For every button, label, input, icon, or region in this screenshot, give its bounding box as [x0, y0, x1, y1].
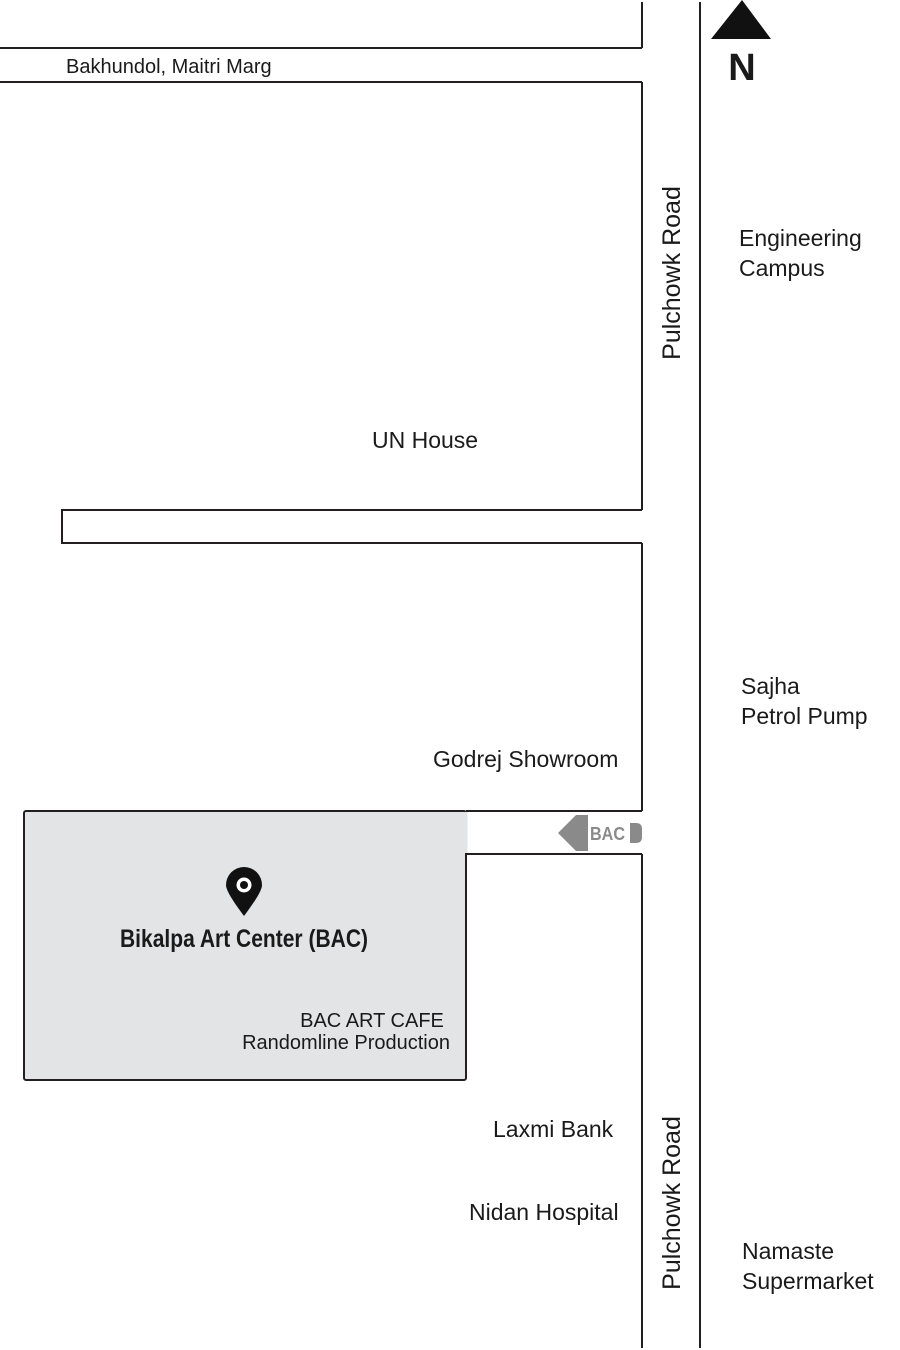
bac-tenant-randomline: Randomline Production: [242, 1032, 450, 1054]
north-label: N: [728, 47, 755, 89]
un-house-label: UN House: [372, 427, 478, 453]
sajha-petrol-pump-label: Sajha Petrol Pump: [741, 673, 868, 729]
bac-name: Bikalpa Art Center (BAC): [120, 925, 368, 953]
bac-tenant-cafe: BAC ART CAFE: [300, 1010, 444, 1032]
maitri-marg-label: Bakhundol, Maitri Marg: [66, 56, 272, 78]
bac-direction-sign: BAC: [558, 815, 642, 851]
namaste-supermarket-label: Namaste Supermarket: [742, 1238, 874, 1294]
engineering-campus-label: Engineering Campus: [739, 225, 868, 281]
bac-block: [23, 810, 467, 1081]
bac-sign-label: BAC: [590, 824, 625, 844]
pulchowk-road-label-upper: Pulchowk Road: [658, 186, 686, 360]
map-pin-icon: [226, 867, 262, 916]
godrej-showroom-label: Godrej Showroom: [433, 746, 618, 772]
side-lane-un-house: [61, 509, 642, 544]
nidan-hospital-label: Nidan Hospital: [469, 1199, 619, 1225]
pulchowk-road-label-lower: Pulchowk Road: [658, 1116, 686, 1290]
laxmi-bank-label: Laxmi Bank: [493, 1116, 614, 1142]
bac-sign-end-cap: [630, 823, 642, 843]
arrow-left-icon: [558, 815, 588, 851]
north-triangle-icon: [711, 0, 771, 39]
